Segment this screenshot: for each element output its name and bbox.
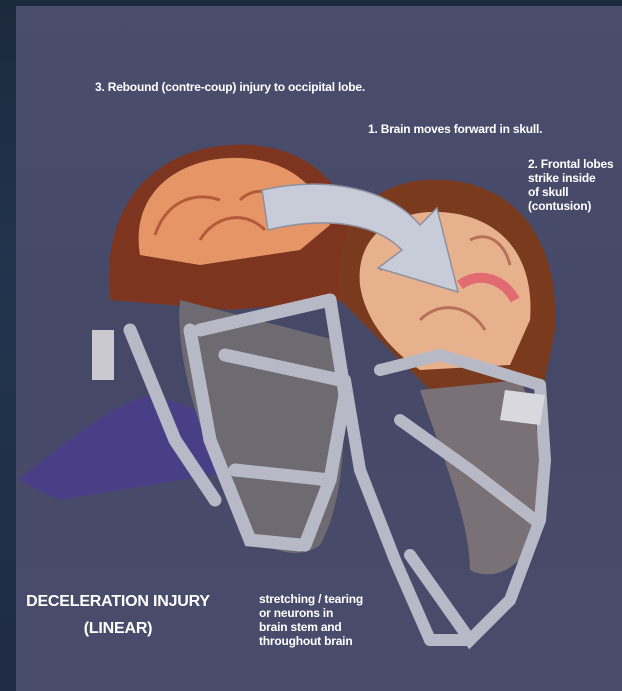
slide-title: DECELERATION INJURY (LINEAR): [24, 593, 212, 647]
frontal-lobes-label: 2. Frontal lobes strike inside of skull …: [528, 157, 618, 214]
title-subline: (LINEAR): [24, 620, 212, 639]
stretch-line: or neurons in: [259, 606, 389, 620]
rebound-label: 3. Rebound (contre-coup) injury to occip…: [95, 80, 365, 94]
left-chinstrap: [92, 330, 114, 380]
frontal-line: of skull: [528, 185, 618, 199]
title-line: DECELERATION INJURY: [24, 593, 212, 612]
frontal-line: (contusion): [528, 199, 618, 213]
right-chinstrap: [500, 390, 545, 425]
stretch-line: brain stem and: [259, 620, 389, 634]
stretch-line: stretching / tearing: [259, 592, 389, 606]
stretch-line: throughout brain: [259, 634, 389, 648]
frontal-line: strike inside: [528, 171, 618, 185]
brain-forward-label: 1. Brain moves forward in skull.: [368, 122, 542, 136]
frontal-line: 2. Frontal lobes: [528, 157, 618, 171]
stretching-label: stretching / tearing or neurons in brain…: [259, 592, 389, 649]
